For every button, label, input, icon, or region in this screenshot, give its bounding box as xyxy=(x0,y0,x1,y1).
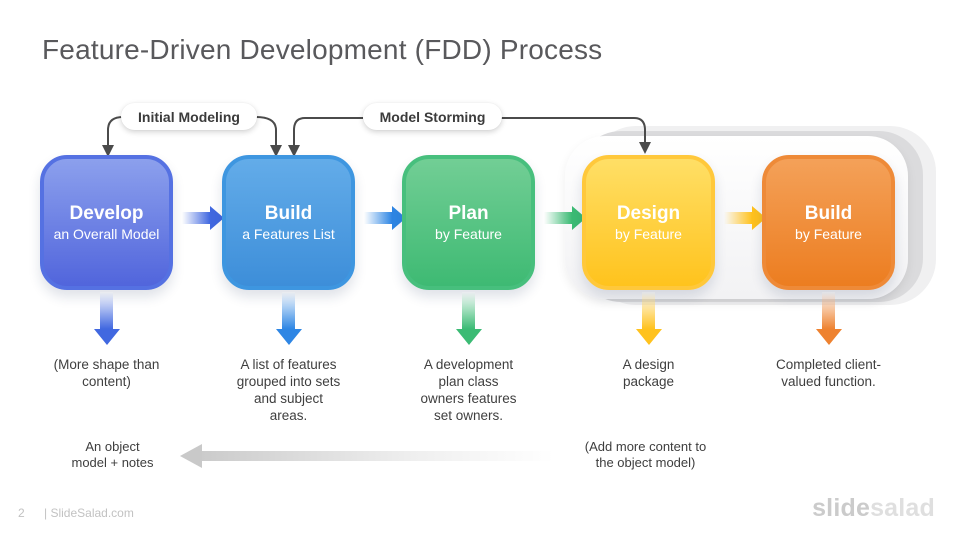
step-box-title: Design xyxy=(616,202,681,224)
flow-arrow-right-2 xyxy=(364,206,406,230)
step-box-design[interactable]: Design by Feature xyxy=(582,155,715,290)
step-box-develop[interactable]: Develop an Overall Model xyxy=(40,155,173,290)
step-box-build-feature[interactable]: Build by Feature xyxy=(762,155,895,290)
connector-storming-to-build xyxy=(293,117,363,146)
step-build-features-list: Build a Features List A list of features… xyxy=(222,155,406,423)
feedback-left-note: An object model + notes xyxy=(71,439,154,470)
down-arrow-5 xyxy=(815,292,842,345)
step-box-subtitle: by Feature xyxy=(795,225,862,242)
step-box-title: Build xyxy=(804,202,853,224)
connector-initial-to-develop xyxy=(107,116,124,146)
step-box-title: Develop xyxy=(69,202,144,224)
down-arrow-2 xyxy=(275,292,302,345)
down-arrow-4 xyxy=(635,292,662,345)
step-description: (More shape than content) xyxy=(53,357,160,389)
down-arrow-3 xyxy=(455,292,482,345)
feedback-right-note: (Add more content to the object model) xyxy=(584,439,707,470)
step-box-title: Build xyxy=(264,202,313,224)
step-develop-overall-model: Develop an Overall Model (More shape tha… xyxy=(40,155,224,389)
step-description: A list of features grouped into sets and… xyxy=(236,357,341,423)
step-box-subtitle: by Feature xyxy=(615,225,682,242)
site-credit: | SlideSalad.com xyxy=(44,506,134,520)
step-description: A development plan class owners features… xyxy=(420,357,517,423)
step-box-subtitle: by Feature xyxy=(435,225,502,242)
callout-initial-modeling-label: Initial Modeling xyxy=(138,108,240,125)
logo-text-salad: salad xyxy=(870,494,935,522)
slidesalad-logo: slidesalad xyxy=(812,494,935,523)
logo-text-slide: slide xyxy=(812,494,871,522)
step-box-build-list[interactable]: Build a Features List xyxy=(222,155,355,290)
step-box-subtitle: a Features List xyxy=(242,225,335,242)
feedback-left-arrow xyxy=(180,444,560,468)
feedback-arrowhead xyxy=(180,444,202,468)
callout-model-storming-label: Model Storming xyxy=(379,108,486,125)
flow-arrow-right-3 xyxy=(544,206,586,230)
step-plan-by-feature: Plan by Feature A development plan class… xyxy=(402,155,586,423)
step-box-plan[interactable]: Plan by Feature xyxy=(402,155,535,290)
down-arrow-1 xyxy=(93,292,120,345)
flow-arrow-right-4 xyxy=(724,206,766,230)
step-description: Completed client- valued function. xyxy=(775,357,882,389)
callout-initial-modeling: Initial Modeling xyxy=(121,103,257,130)
connector-initial-to-build xyxy=(255,116,277,146)
step-description: A design package xyxy=(622,357,675,389)
page-title: Feature-Driven Development (FDD) Process xyxy=(42,34,603,65)
callout-model-storming: Model Storming xyxy=(363,103,502,130)
flow-arrow-right-1 xyxy=(182,206,224,230)
step-box-subtitle: an Overall Model xyxy=(53,225,160,242)
step-build-by-feature: Build by Feature Completed client- value… xyxy=(762,155,895,389)
step-design-by-feature: Design by Feature A design package xyxy=(582,155,766,389)
step-box-title: Plan xyxy=(448,202,489,224)
page-number: 2 xyxy=(18,506,25,520)
